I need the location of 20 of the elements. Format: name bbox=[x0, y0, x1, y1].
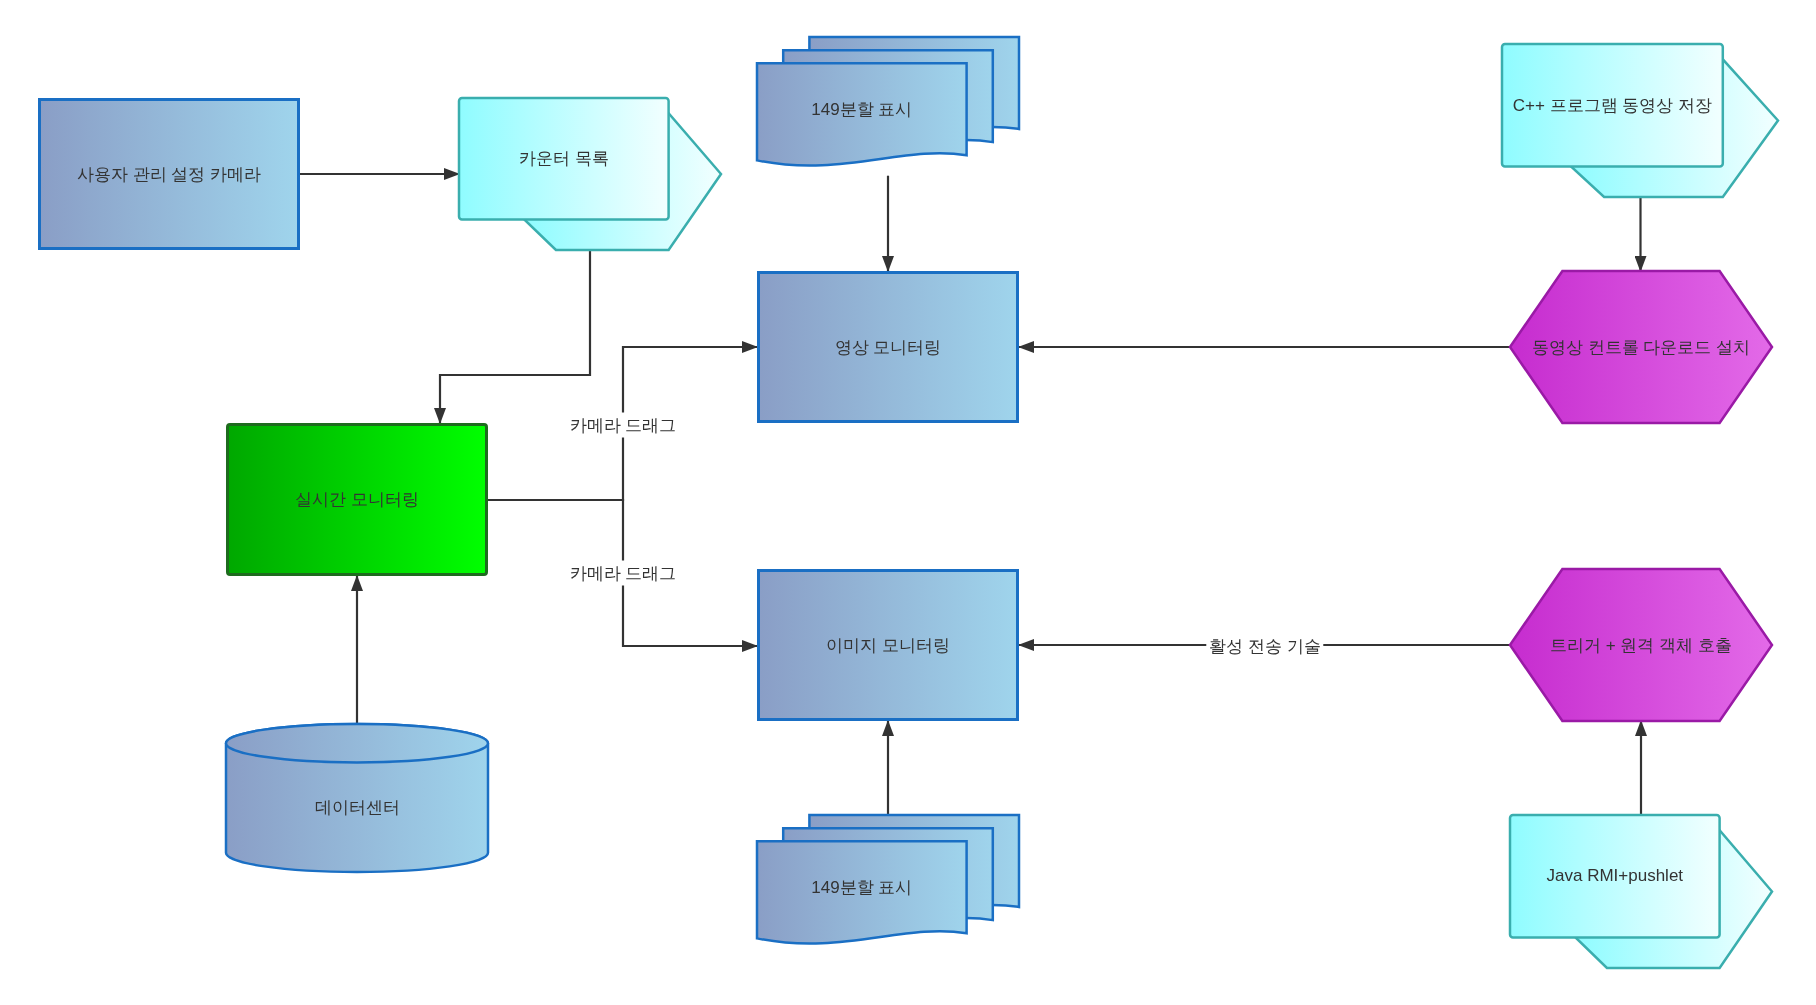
arrow bbox=[882, 720, 894, 815]
process-box: 사용자 관리 설정 카메라 bbox=[38, 98, 300, 250]
arrow bbox=[1018, 341, 1510, 353]
node-label: 149분할 표시 bbox=[811, 98, 913, 121]
arrow bbox=[488, 498, 758, 652]
arrow bbox=[882, 175, 894, 272]
arrow bbox=[1634, 197, 1647, 272]
arrow bbox=[300, 168, 460, 180]
process-box: 이미지 모니터링 bbox=[757, 569, 1019, 721]
arrow bbox=[434, 250, 592, 424]
node-label: 카운터 목록 bbox=[518, 148, 609, 171]
arrow bbox=[351, 575, 363, 724]
node-label: C++ 프로그램 동영상 저장 bbox=[1512, 94, 1713, 117]
node-label: 데이터센터 bbox=[314, 797, 400, 820]
process-box: 영상 모니터링 bbox=[757, 271, 1019, 423]
process-box: 실시간 모니터링 bbox=[226, 423, 488, 576]
node-label: 트리거 + 원격 객체 호출 bbox=[1550, 634, 1732, 657]
node-label: Java RMI+pushlet bbox=[1546, 866, 1684, 887]
node-label: 149분할 표시 bbox=[811, 876, 913, 899]
node-label: 동영상 컨트롤 다운로드 설치 bbox=[1531, 336, 1751, 359]
